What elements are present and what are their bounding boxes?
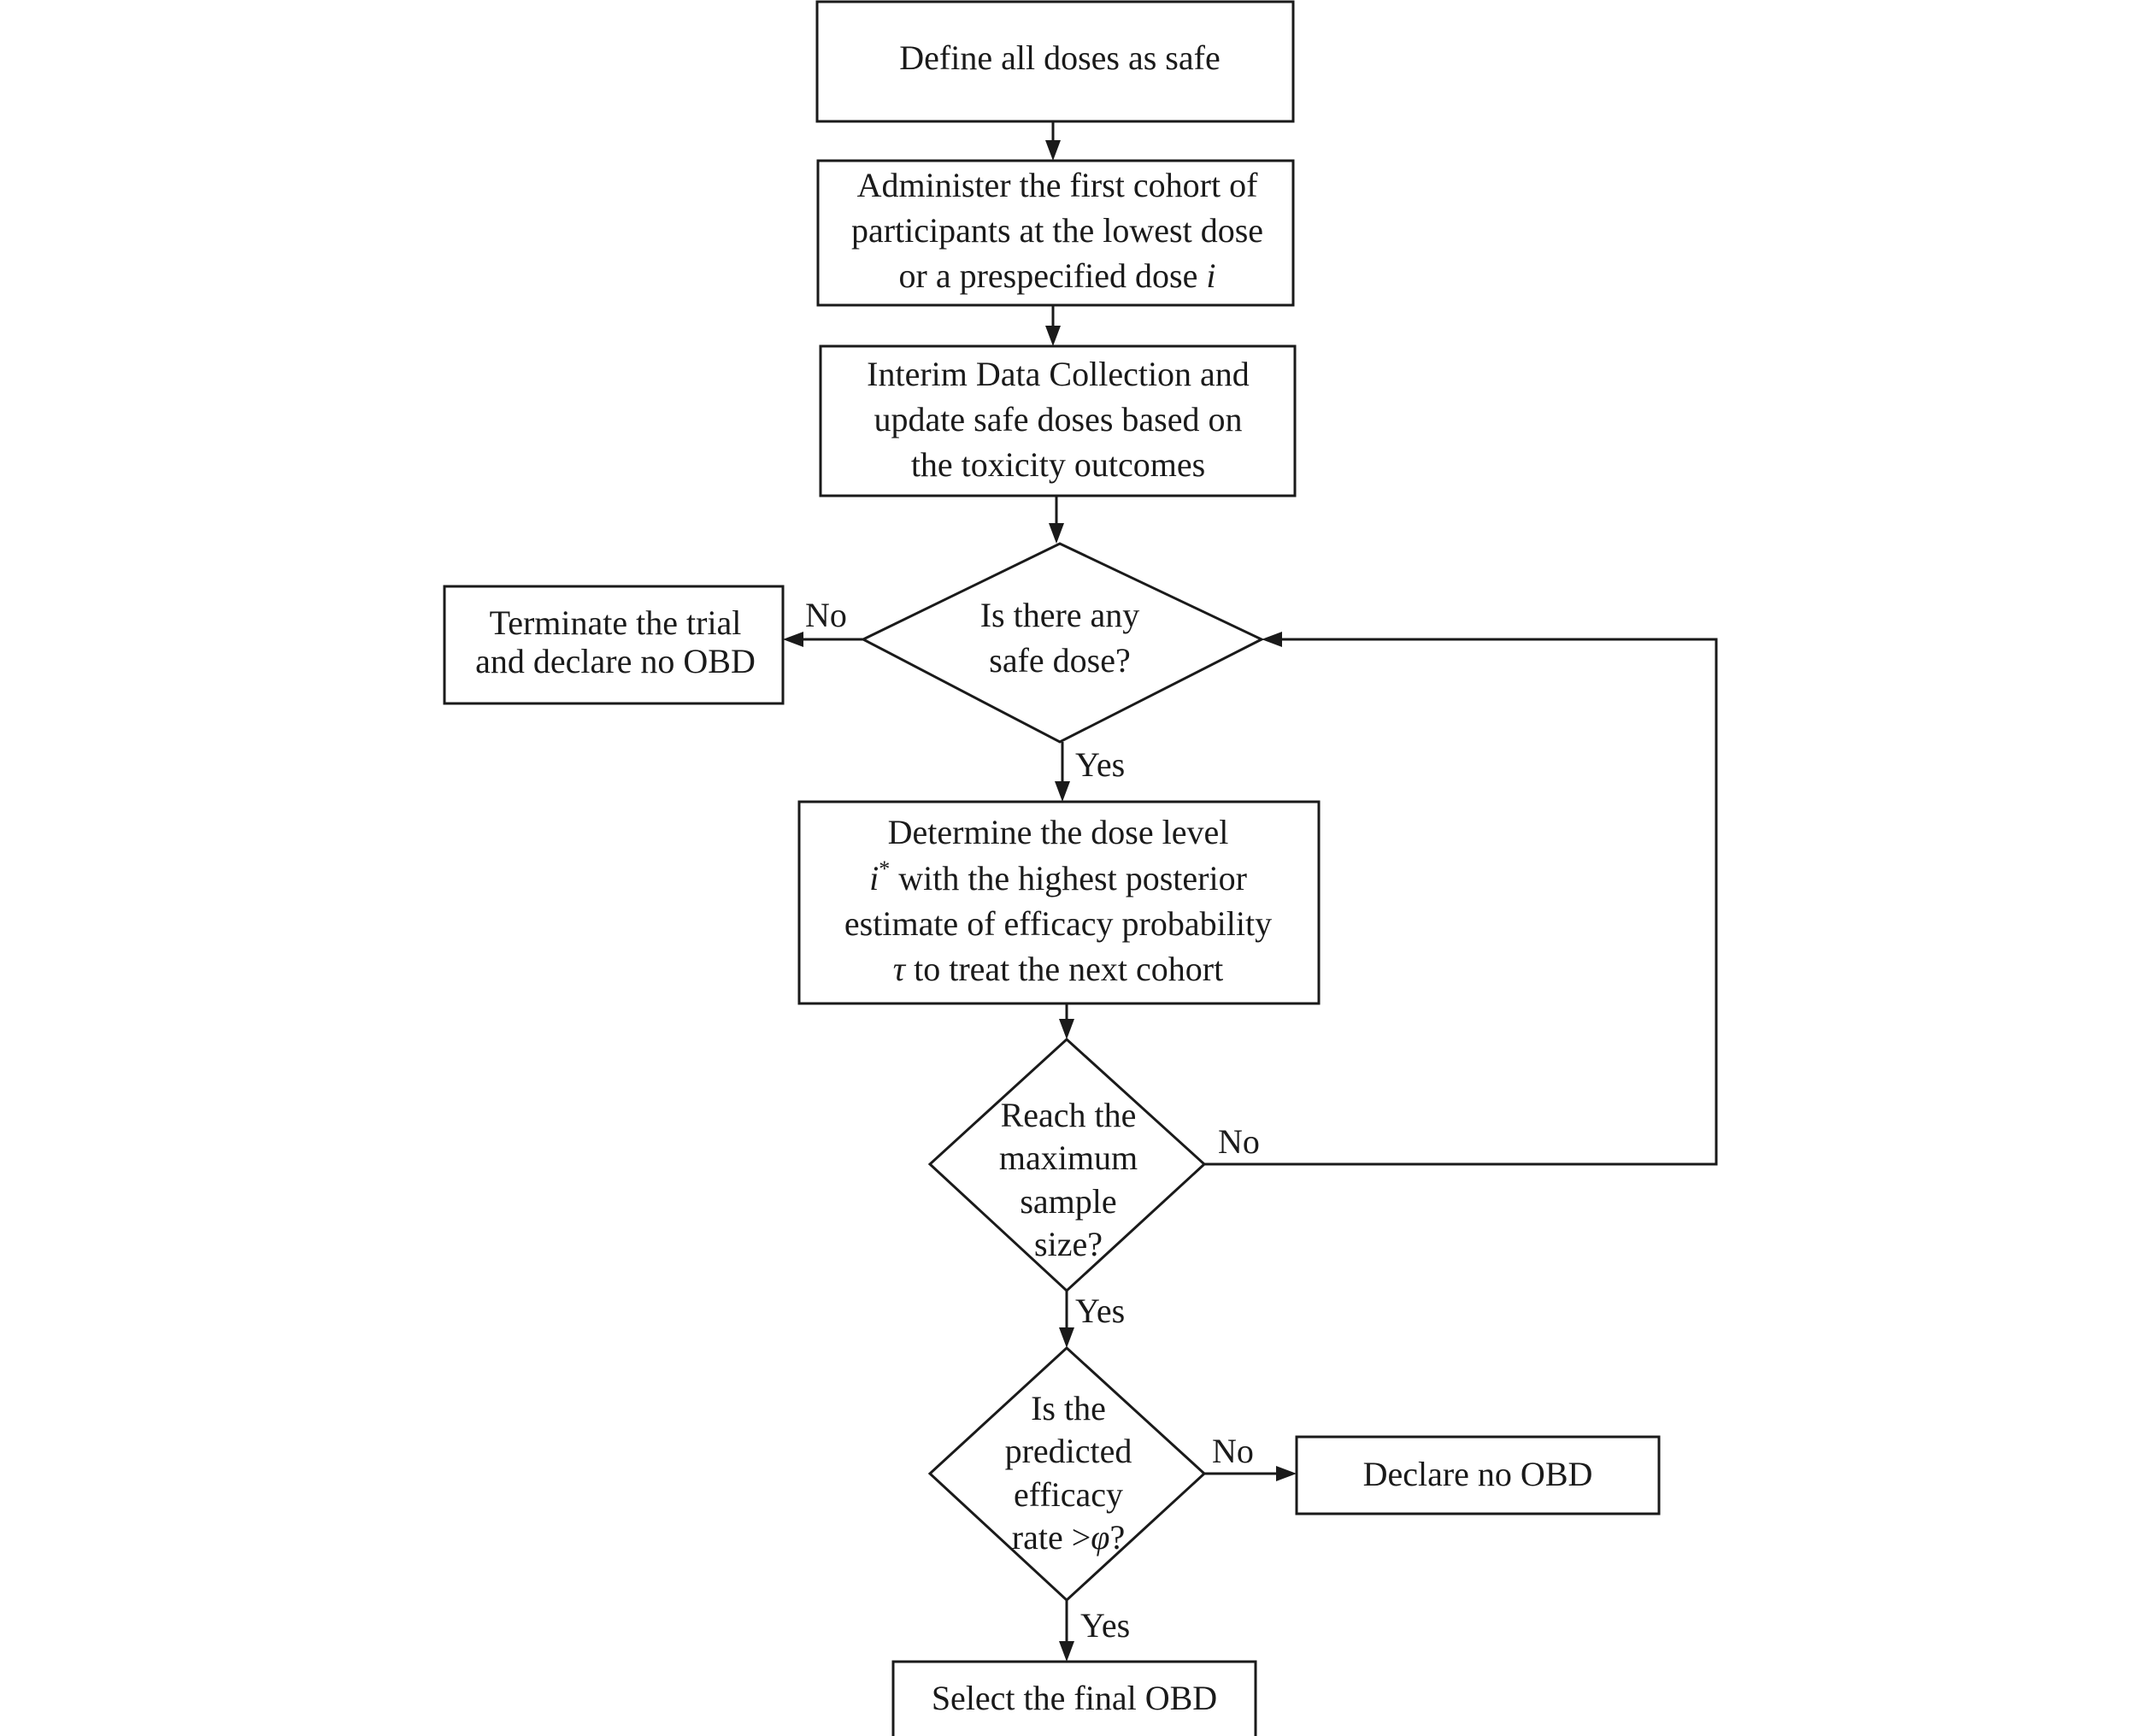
decision-predicted-efficacy: Is the predicted efficacy rate >φ? [927,1345,1207,1603]
connectors [783,121,1718,1662]
node-determine-line-2: i* with the highest posterior [869,856,1247,897]
node-interim-line-3: the toxicity outcomes [911,445,1205,484]
tau-symbol: τ [893,950,907,988]
node-interim-box [819,344,1297,497]
arrowhead-select-final [1059,1641,1074,1662]
node-determine-box [797,800,1321,1005]
node-determine-line-3: estimate of efficacy probability [844,904,1272,943]
arrowhead-interim [1045,326,1061,346]
decision-max-sample-diamond [927,1037,1207,1293]
edge-max-sample-no-loop [1204,638,1718,1166]
node-administer-line-3: or a prespecified dose i [899,256,1216,295]
dose-symbol-i: i [1206,256,1215,295]
decision-max-sample-line-2: maximum [999,1139,1138,1177]
label-max-sample-yes: Yes [1075,1292,1125,1330]
node-interim-data-collection: Interim Data Collection and update safe … [819,344,1297,497]
decision-max-sample-line-1: Reach the [1001,1096,1137,1134]
node-define-all-safe: Define all doses as safe [815,0,1295,123]
node-select-final-box [891,1660,1257,1736]
node-administer-line-2: participants at the lowest dose [851,211,1263,250]
decision-safe-dose-line-1: Is there any [980,596,1140,634]
node-define-box [815,0,1295,123]
node-interim-line-1: Interim Data Collection and [867,355,1250,393]
decision-predicted-line-4: rate >φ? [1012,1518,1125,1557]
arrowhead-determine [1055,781,1070,802]
node-interim-line-2: update safe doses based on [874,400,1243,438]
node-select-final-line-1: Select the final OBD [932,1679,1217,1717]
node-administer-box [816,159,1295,307]
arrowhead-terminate [783,632,803,647]
decision-predicted-line-3: efficacy [1014,1475,1123,1514]
phi-symbol: φ [1091,1518,1109,1557]
arrowhead-administer [1045,140,1061,161]
node-terminate-trial: Terminate the trial and declare no OBD [443,585,785,705]
decision-max-sample-line-3: sample [1020,1182,1116,1221]
node-declare-no-obd-line-1: Declare no OBD [1363,1455,1593,1493]
arrowhead-predicted [1059,1327,1074,1348]
label-predicted-yes: Yes [1080,1606,1130,1645]
arrowhead-max-sample [1059,1019,1074,1039]
node-determine-dose-level: Determine the dose level i* with the hig… [797,800,1321,1005]
arrowhead-safe-dose [1049,523,1064,544]
node-select-final-obd: Select the final OBD [891,1660,1257,1736]
node-administer-first-cohort: Administer the first cohort of participa… [816,159,1295,307]
label-max-sample-no: No [1218,1122,1260,1161]
decision-predicted-diamond [927,1345,1207,1603]
decision-predicted-line-2: predicted [1005,1432,1132,1470]
node-determine-line-4: τ to treat the next cohort [893,950,1223,988]
label-safe-dose-no: No [805,596,847,634]
dose-symbol-i-star: i [869,859,879,897]
decision-safe-dose-diamond [860,542,1265,744]
node-declare-no-obd-box [1295,1435,1661,1515]
node-declare-no-obd: Declare no OBD [1295,1435,1661,1515]
node-administer-line-1: Administer the first cohort of [857,166,1258,204]
node-terminate-box [443,585,785,705]
decision-safe-dose: Is there any safe dose? [860,542,1265,744]
node-terminate-line-2: and declare no OBD [475,642,756,680]
decision-max-sample-size: Reach the maximum sample size? [927,1037,1207,1293]
decision-max-sample-line-4: size? [1034,1225,1103,1263]
decision-predicted-line-1: Is the [1031,1389,1106,1427]
dose-symbol-star: * [879,856,890,881]
decision-safe-dose-line-2: safe dose? [989,641,1130,680]
label-safe-dose-yes: Yes [1075,745,1125,784]
node-terminate-line-1: Terminate the trial [490,603,742,642]
edge-labels: No Yes No Yes No Yes [805,596,1260,1645]
node-determine-line-1: Determine the dose level [888,813,1229,851]
arrowhead-declare-no-obd [1276,1466,1297,1481]
node-define-line-1: Define all doses as safe [899,38,1220,77]
arrowhead-loop-safe-dose [1262,632,1282,647]
label-predicted-no: No [1212,1432,1254,1470]
